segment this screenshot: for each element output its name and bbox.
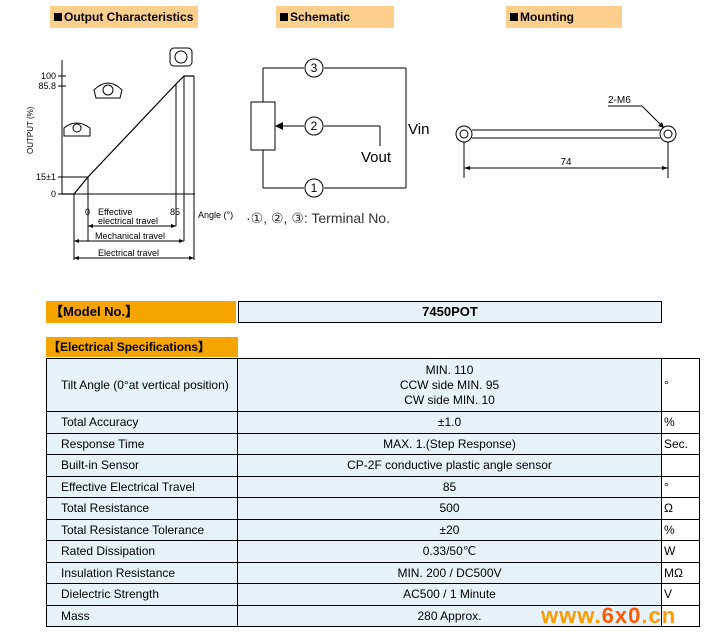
spec-unit — [661, 454, 700, 477]
table-row: Effective Electrical Travel 85 ° — [46, 475, 700, 498]
spec-unit: ° — [661, 358, 700, 412]
spec-value: 85 — [237, 475, 662, 498]
terminal-1-label: 1 — [311, 181, 318, 195]
spec-value: 500 — [237, 497, 662, 520]
spec-name: Built-in Sensor — [46, 454, 238, 477]
spec-value: AC500 / 1 Minute — [237, 583, 662, 606]
vout-label: Vout — [361, 149, 392, 166]
model-number-value: 7450POT — [238, 301, 662, 323]
table-row: Mass 280 Approx. — [46, 604, 700, 627]
site-watermark: www.6x0.cn — [541, 603, 676, 629]
x-tick-85: 85 — [170, 207, 180, 217]
square-bullet-icon — [280, 13, 288, 21]
y-axis-label: OUTPUT (%) — [26, 106, 35, 154]
spec-name: Total Resistance Tolerance — [46, 518, 238, 541]
mounting-diagram: 2-M6 74 — [455, 95, 677, 178]
table-row: Built-in Sensor CP-2F conductive plastic… — [46, 454, 700, 477]
spec-unit: MΩ — [661, 561, 700, 584]
spec-value: MIN. 110 CCW side MIN. 95 CW side MIN. 1… — [237, 358, 662, 412]
watermark-site: 6x0 — [601, 603, 642, 628]
terminal-3-label: 3 — [311, 61, 318, 75]
spec-name: Insulation Resistance — [46, 561, 238, 584]
mounting-title: Mounting — [520, 10, 574, 24]
spec-value-line: MIN. 110 — [425, 362, 474, 377]
spec-name: Total Resistance — [46, 497, 238, 520]
electrical-specifications-label: 【Electrical Specifications】 — [46, 337, 238, 357]
spec-unit: Sec. — [661, 432, 700, 455]
table-row: Response Time MAX. 1.(Step Response) Sec… — [46, 432, 700, 455]
table-row: Total Accuracy ±1.0 % — [46, 411, 700, 434]
table-row: Rated Dissipation 0.33/50℃ W — [46, 540, 700, 563]
watermark-prefix: www. — [541, 603, 602, 628]
spec-value-line: CW side MIN. 10 — [404, 392, 495, 407]
schematic-header: Schematic — [276, 6, 394, 28]
spec-value: MIN. 200 / DC500V — [237, 561, 662, 584]
spec-unit: % — [661, 411, 700, 434]
mounting-distance-label: 74 — [560, 157, 572, 168]
spec-unit: Ω — [661, 497, 700, 520]
mounting-header: Mounting — [506, 6, 622, 28]
spec-name: Total Accuracy — [46, 411, 238, 434]
watermark-suffix: .cn — [641, 603, 677, 628]
x-axis-label: Angle (°) — [198, 210, 233, 220]
table-row: Dielectric Strength AC500 / 1 Minute V — [46, 583, 700, 606]
spec-value-line: CCW side MIN. 95 — [399, 377, 500, 392]
output-characteristics-header: Output Characteristics — [50, 6, 198, 28]
spec-name: Mass — [46, 604, 238, 627]
spec-value: CP-2F conductive plastic angle sensor — [237, 454, 662, 477]
spec-unit — [661, 604, 700, 627]
model-number-label: 【Model No.】 — [46, 301, 236, 323]
spec-name: Tilt Angle (0°at vertical position) — [46, 358, 238, 412]
y-tick-15: 15±1 — [36, 172, 56, 182]
table-row: Total Resistance 500 Ω — [46, 497, 700, 520]
hole-label: 2-M6 — [608, 95, 631, 106]
terminal-note: ·①, ②, ③: Terminal No. — [246, 210, 390, 226]
output-characteristics-diagram: OUTPUT (%) 100 85.8 15±1 0 0 85 Angle (°… — [26, 47, 233, 260]
spec-name: Response Time — [46, 432, 238, 455]
x-tick-0: 0 — [85, 207, 90, 217]
schematic-diagram: 3 2 1 Vin Vout ·①, ②, ③: Terminal No. — [246, 58, 429, 226]
spec-name: Rated Dissipation — [46, 540, 238, 563]
spec-value: ±20 — [237, 518, 662, 541]
spec-unit: W — [661, 540, 700, 563]
spec-value: 280 Approx. — [237, 604, 662, 627]
electrical-specifications-table: Tilt Angle (0°at vertical position) MIN.… — [46, 358, 700, 627]
spec-value: 0.33/50℃ — [237, 540, 662, 563]
schematic-title: Schematic — [290, 10, 351, 24]
table-row: Tilt Angle (0°at vertical position) MIN.… — [46, 358, 700, 412]
effective-travel-label-1: Effective — [98, 207, 132, 217]
table-row: Total Resistance Tolerance ±20 % — [46, 518, 700, 541]
y-tick-85-8: 85.8 — [38, 81, 56, 91]
sensor-sketch-icon — [63, 47, 193, 137]
spec-value: ±1.0 — [237, 411, 662, 434]
square-bullet-icon — [510, 13, 518, 21]
spec-name: Dielectric Strength — [46, 583, 238, 606]
spec-unit: V — [661, 583, 700, 606]
table-row: Insulation Resistance MIN. 200 / DC500V … — [46, 561, 700, 584]
electrical-travel-label: Electrical travel — [98, 248, 159, 258]
terminal-2-label: 2 — [311, 119, 318, 133]
square-bullet-icon — [54, 13, 62, 21]
mechanical-travel-label: Mechanical travel — [95, 231, 165, 241]
y-tick-100: 100 — [41, 71, 56, 81]
y-tick-0: 0 — [51, 189, 56, 199]
output-characteristics-title: Output Characteristics — [64, 10, 194, 24]
spec-unit: % — [661, 518, 700, 541]
effective-travel-label-2: electrical travel — [98, 216, 158, 226]
spec-unit: ° — [661, 475, 700, 498]
vin-label: Vin — [408, 121, 429, 138]
spec-value: MAX. 1.(Step Response) — [237, 432, 662, 455]
spec-name: Effective Electrical Travel — [46, 475, 238, 498]
